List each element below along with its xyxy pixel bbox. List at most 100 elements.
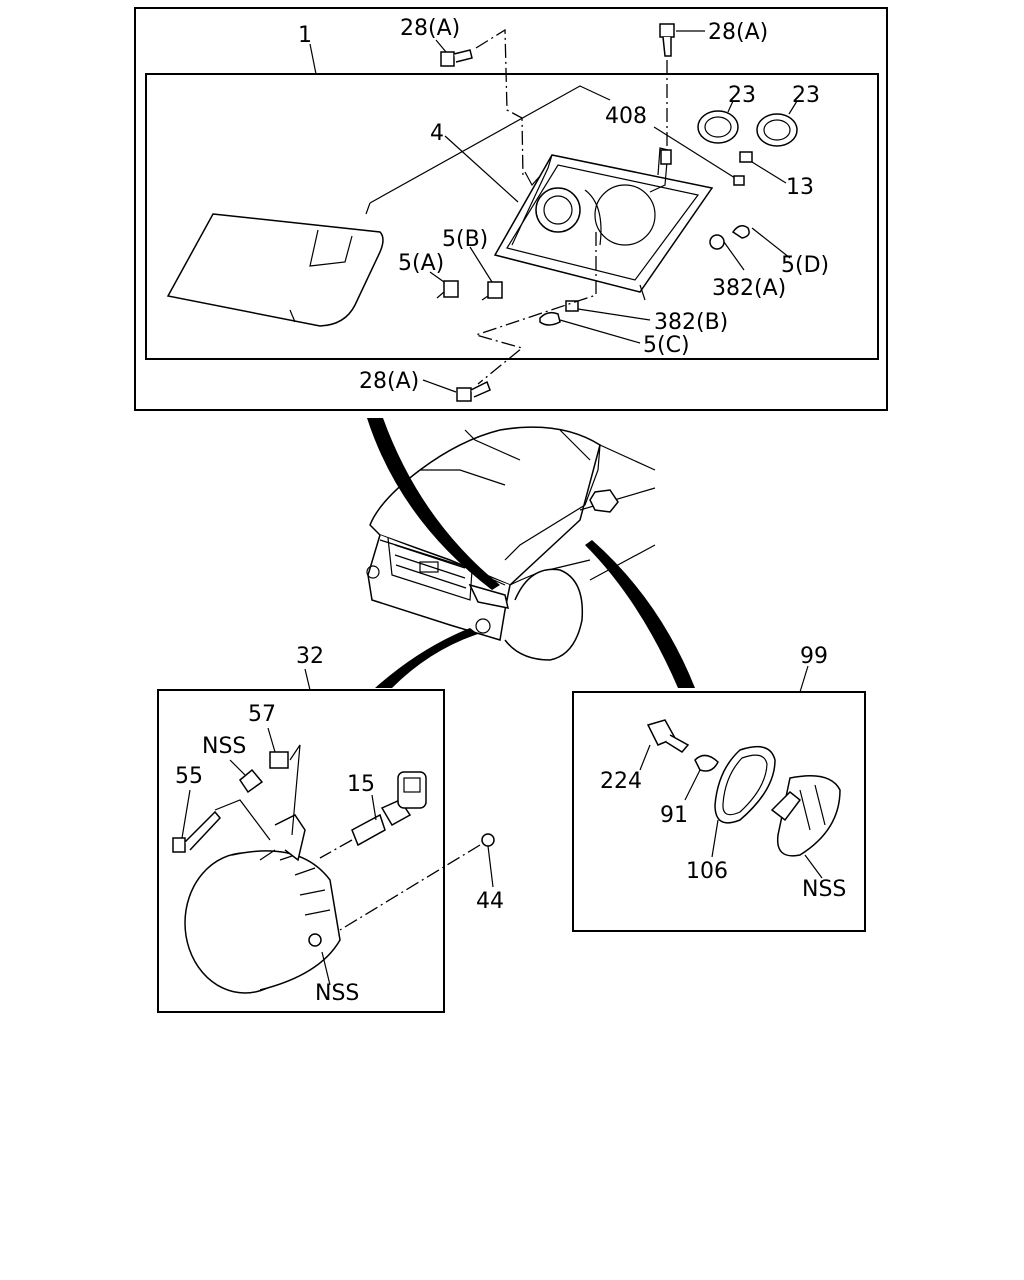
leader-1 xyxy=(309,43,317,75)
leader-55 xyxy=(181,789,191,839)
label-5c: 5(C) xyxy=(643,333,690,358)
label-106: 106 xyxy=(686,859,728,884)
dash-bulb-15 xyxy=(319,839,353,859)
fog-lamp-adjuster xyxy=(308,933,322,947)
label-55: 55 xyxy=(175,764,203,789)
leader-382b xyxy=(577,308,651,321)
part-13 xyxy=(739,151,753,163)
leader-5c xyxy=(559,319,641,344)
leader-28a-top xyxy=(435,39,447,53)
leader-57-ext xyxy=(289,744,301,836)
leader-4 xyxy=(444,135,519,203)
part-408 xyxy=(733,175,745,186)
bolt-28a-right xyxy=(659,23,675,57)
label-382b: 382(B) xyxy=(654,310,728,335)
bulb-5a xyxy=(436,280,459,299)
side-lamp-box xyxy=(572,691,866,932)
leader-15 xyxy=(371,794,377,821)
gasket-106-inner xyxy=(722,754,768,816)
cap-23-right xyxy=(756,113,798,147)
label-5d: 5(D) xyxy=(781,253,829,278)
leader-nss-fog-top xyxy=(229,759,246,776)
label-28a-right: 28(A) xyxy=(708,20,768,45)
label-23-right: 23 xyxy=(792,83,820,108)
bulb-5b xyxy=(481,281,503,301)
socket-382a xyxy=(709,234,725,250)
label-1: 1 xyxy=(298,23,312,48)
label-99: 99 xyxy=(800,644,828,669)
label-13: 13 xyxy=(786,175,814,200)
bulb-15 xyxy=(351,771,427,847)
headlamp-housing xyxy=(493,147,714,301)
bolt-28a-top xyxy=(440,49,473,67)
headlamp-inner-box xyxy=(145,73,879,360)
label-408: 408 xyxy=(605,104,647,129)
headlamp-lens xyxy=(166,213,384,327)
cap-23-left xyxy=(697,110,739,144)
callout-arc-headlamp xyxy=(367,418,500,590)
label-23-left: 23 xyxy=(728,83,756,108)
lens-leader xyxy=(369,85,611,204)
label-nss-fog-bottom: NSS xyxy=(315,981,359,1006)
label-5b: 5(B) xyxy=(442,227,488,252)
bolt-28a-bottom xyxy=(456,380,491,402)
label-4: 4 xyxy=(430,121,444,146)
label-91: 91 xyxy=(660,803,688,828)
socket-382b xyxy=(565,300,579,312)
label-28a-bottom: 28(A) xyxy=(359,369,419,394)
label-nss-fog-top: NSS xyxy=(202,734,246,759)
label-15: 15 xyxy=(347,772,375,797)
nut-44 xyxy=(481,833,495,847)
leader-23-right xyxy=(788,100,798,115)
side-lamp-group xyxy=(572,665,866,932)
label-nss-side: NSS xyxy=(802,877,846,902)
headlamp-assembly-group xyxy=(134,7,888,411)
vehicle-illustration xyxy=(366,426,656,661)
socket-224 xyxy=(646,719,690,753)
leader-408 xyxy=(653,126,736,179)
label-57: 57 xyxy=(248,702,276,727)
fog-lamp-bracket xyxy=(274,814,306,862)
label-382a: 382(A) xyxy=(712,276,786,301)
label-224: 224 xyxy=(600,769,642,794)
bulb-5d xyxy=(731,225,750,239)
fog-lamp-housing xyxy=(231,850,341,991)
leader-382a xyxy=(723,241,745,271)
leader-nss-side xyxy=(804,854,823,879)
leader-32 xyxy=(304,668,311,691)
gasket-106 xyxy=(714,745,776,824)
headlamp-lens-edge xyxy=(289,309,296,323)
leader-5d xyxy=(751,227,791,259)
bulb-91 xyxy=(694,754,719,772)
fog-lamp-box xyxy=(157,689,445,1013)
dash-top-bolt xyxy=(475,28,524,179)
bulb-5c xyxy=(539,311,561,326)
fog-lamp-group xyxy=(157,668,495,1013)
screw-55 xyxy=(172,810,222,853)
leader-nss-fog-bottom xyxy=(321,951,331,986)
lens-leader-tip xyxy=(365,202,371,215)
label-5a: 5(A) xyxy=(398,251,444,276)
leader-5a xyxy=(429,271,445,283)
leader-28a-bottom xyxy=(422,379,457,393)
leader-57 xyxy=(267,727,276,753)
leader-44 xyxy=(487,845,494,888)
leader-99 xyxy=(799,665,809,693)
callout-arc-foglamp xyxy=(375,628,478,688)
leader-23-left xyxy=(727,100,734,113)
dash-center xyxy=(473,232,597,385)
screw-path xyxy=(214,799,271,841)
label-44: 44 xyxy=(476,889,504,914)
label-32: 32 xyxy=(296,644,324,669)
dash-nut-44 xyxy=(339,844,481,931)
clip-57 xyxy=(269,751,289,769)
leader-5b xyxy=(469,246,493,283)
side-lamp-lens-nss xyxy=(770,775,841,857)
leader-224 xyxy=(639,744,651,771)
leader-91 xyxy=(684,769,701,801)
fog-lamp-fins xyxy=(259,849,331,916)
part-nss-spring xyxy=(239,768,264,794)
callout-arc-side-lamp xyxy=(585,540,695,688)
label-28a-top: 28(A) xyxy=(400,16,460,41)
